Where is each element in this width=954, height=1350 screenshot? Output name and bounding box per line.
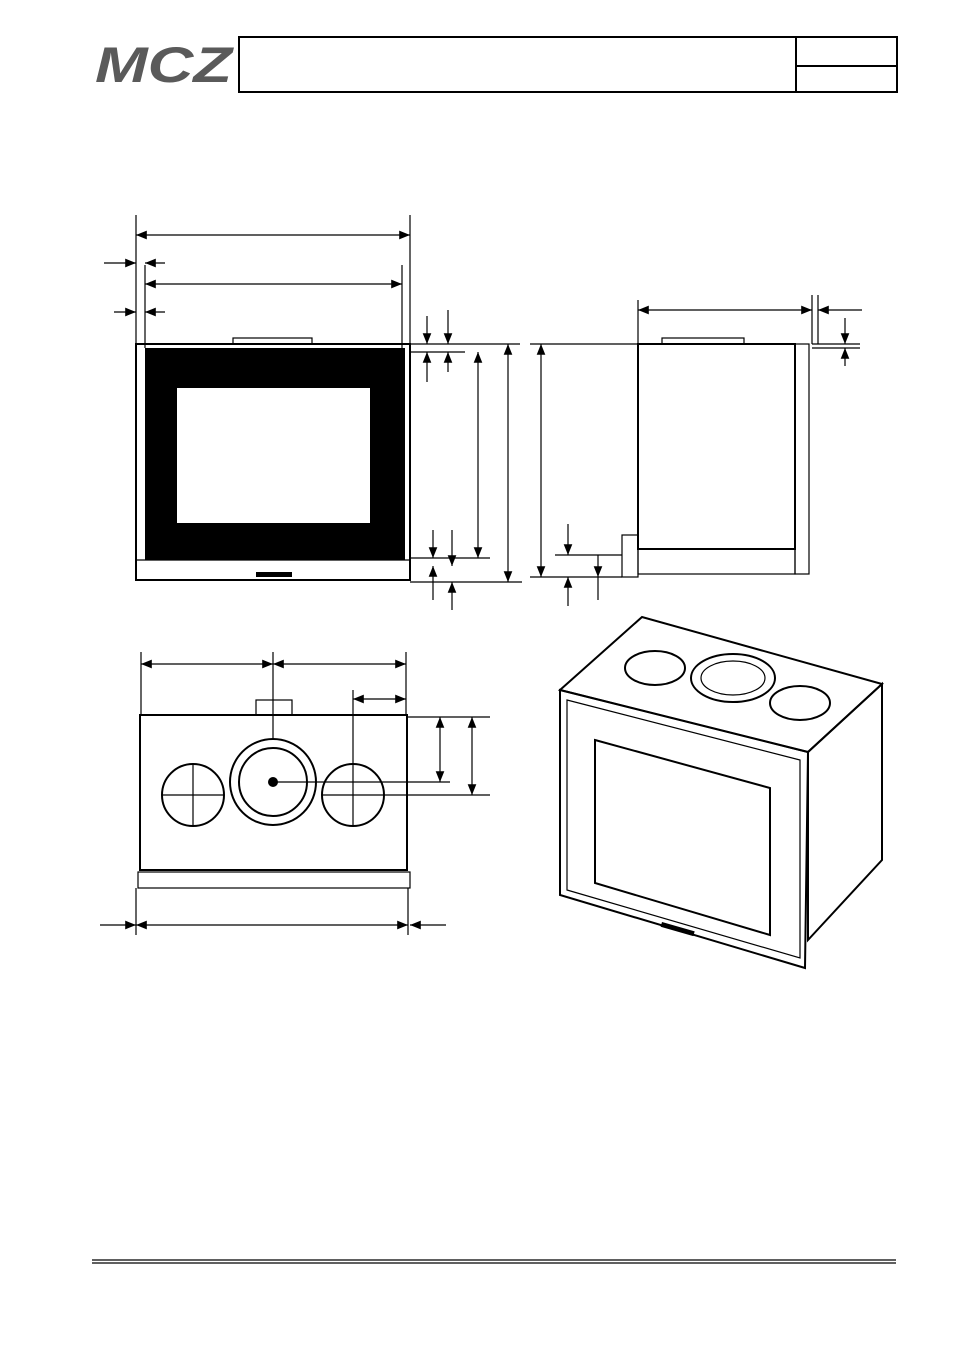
top-view <box>100 652 490 935</box>
isometric-view <box>557 615 885 970</box>
mcz-logo: MCZ <box>95 37 235 93</box>
logo-text: MCZ <box>95 37 235 93</box>
title-block <box>238 36 898 93</box>
front-view <box>104 215 522 610</box>
footer-rule <box>92 1259 896 1264</box>
side-view <box>530 295 862 606</box>
